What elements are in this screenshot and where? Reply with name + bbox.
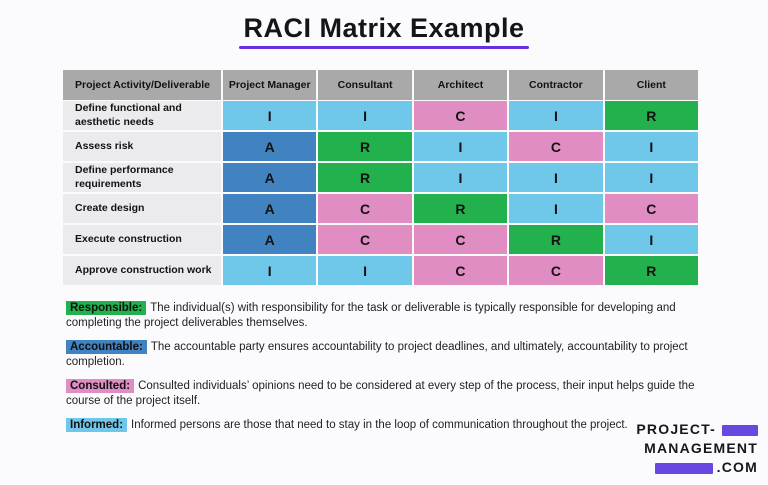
raci-cell-I: I: [413, 163, 508, 192]
title-underline: [239, 46, 529, 49]
legend: Responsible:The individual(s) with respo…: [66, 301, 714, 443]
raci-cell-I: I: [318, 101, 412, 130]
raci-cell-I: I: [604, 163, 698, 192]
raci-cell-R: R: [318, 132, 412, 161]
activity-label: Define performance requirements: [63, 163, 221, 192]
raci-cell-I: I: [223, 256, 317, 285]
column-header: Client: [604, 70, 698, 100]
brand-logo: PROJECT- MANAGEMENT .COM: [636, 420, 758, 477]
raci-cell-C: C: [413, 256, 508, 285]
legend-item-accountable: Accountable:The accountable party ensure…: [66, 340, 714, 369]
logo-text-com: .COM: [716, 459, 758, 475]
raci-cell-I: I: [604, 132, 698, 161]
raci-cell-C: C: [509, 256, 603, 285]
legend-badge-responsible: Responsible:: [66, 301, 147, 315]
column-header: Project Manager: [223, 70, 317, 100]
activity-label: Create design: [63, 194, 221, 223]
raci-cell-C: C: [509, 132, 603, 161]
raci-cell-I: I: [509, 194, 603, 223]
column-header: Architect: [413, 70, 508, 100]
legend-item-consulted: Consulted:Consulted individuals’ opinion…: [66, 379, 714, 408]
raci-cell-I: I: [604, 225, 698, 254]
raci-cell-I: I: [509, 163, 603, 192]
activity-label: Assess risk: [63, 132, 221, 161]
raci-cell-A: A: [223, 194, 317, 223]
activity-label: Approve construction work: [63, 256, 221, 285]
legend-badge-accountable: Accountable:: [66, 340, 147, 354]
raci-cell-C: C: [318, 225, 412, 254]
legend-badge-informed: Informed:: [66, 418, 128, 432]
raci-cell-I: I: [413, 132, 508, 161]
raci-cell-I: I: [318, 256, 412, 285]
raci-cell-C: C: [318, 194, 412, 223]
legend-item-responsible: Responsible:The individual(s) with respo…: [66, 301, 714, 330]
logo-line-2: MANAGEMENT: [636, 439, 758, 458]
legend-text-responsible: The individual(s) with responsibility fo…: [66, 302, 676, 329]
logo-purple-bar-icon: [654, 462, 713, 474]
raci-cell-A: A: [223, 163, 317, 192]
raci-cell-I: I: [509, 101, 603, 130]
column-header: Consultant: [318, 70, 412, 100]
logo-purple-bar-icon: [722, 424, 758, 436]
raci-cell-R: R: [604, 101, 698, 130]
raci-cell-R: R: [318, 163, 412, 192]
activity-label: Define functional and aesthetic needs: [63, 101, 221, 130]
logo-line-1: PROJECT-: [636, 420, 758, 439]
raci-cell-C: C: [413, 101, 508, 130]
legend-text-informed: Informed persons are those that need to …: [131, 419, 628, 431]
legend-item-informed: Informed:Informed persons are those that…: [66, 418, 714, 433]
raci-cell-R: R: [413, 194, 508, 223]
activity-label: Execute construction: [63, 225, 221, 254]
raci-cell-R: R: [604, 256, 698, 285]
legend-text-accountable: The accountable party ensures accountabi…: [66, 341, 688, 368]
logo-text-project: PROJECT-: [636, 421, 716, 437]
page-title: RACI Matrix Example: [243, 13, 525, 43]
legend-text-consulted: Consulted individuals’ opinions need to …: [66, 380, 695, 407]
legend-badge-consulted: Consulted:: [66, 379, 135, 393]
logo-line-3: .COM: [636, 458, 758, 477]
raci-cell-R: R: [509, 225, 603, 254]
raci-cell-C: C: [413, 225, 508, 254]
column-header: Contractor: [509, 70, 603, 100]
raci-cell-C: C: [604, 194, 698, 223]
raci-cell-I: I: [223, 101, 317, 130]
raci-cell-A: A: [223, 132, 317, 161]
logo-text-management: MANAGEMENT: [644, 440, 758, 456]
raci-cell-A: A: [223, 225, 317, 254]
column-header: Project Activity/Deliverable: [63, 70, 221, 100]
